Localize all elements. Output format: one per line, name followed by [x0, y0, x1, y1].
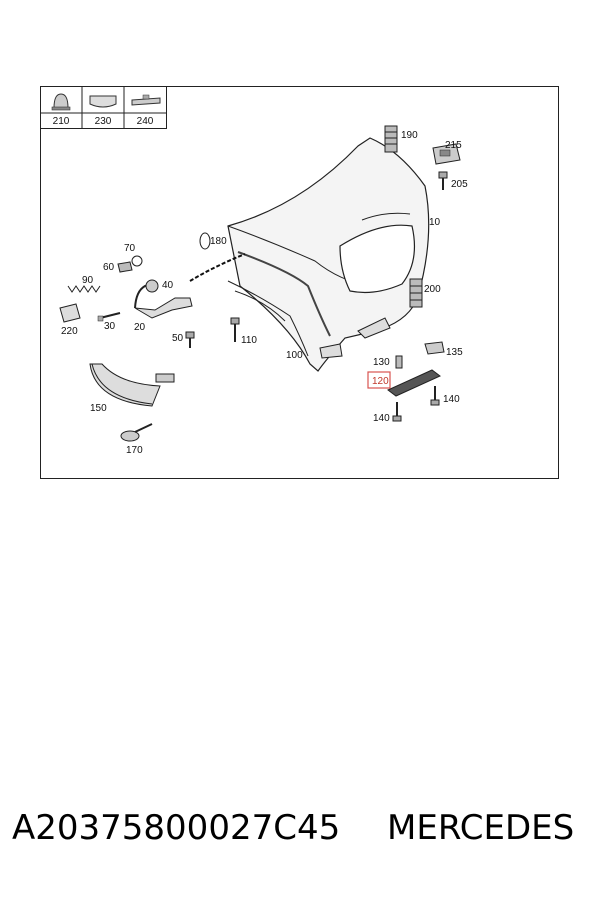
bracket-215-icon [432, 143, 461, 165]
label-30: 30 [104, 321, 116, 332]
label-60: 60 [103, 262, 115, 273]
screw-140-left-icon [392, 402, 402, 422]
strip-icon [131, 94, 161, 106]
header-boxes: 210 230 240 [40, 86, 167, 129]
spring-90-icon [67, 285, 101, 293]
part-number: A20375800027C45 [12, 808, 341, 848]
bolt-110-icon [230, 317, 240, 342]
pad-icon [89, 95, 117, 108]
label-120: 120 [372, 376, 389, 387]
label-140-right: 140 [443, 394, 460, 405]
label-150: 150 [90, 403, 107, 414]
clip-60-icon [117, 261, 133, 273]
label-215: 215 [445, 140, 462, 151]
label-170: 170 [126, 445, 143, 456]
label-220: 220 [61, 326, 78, 337]
label-20: 20 [134, 322, 146, 333]
label-180: 180 [210, 236, 227, 247]
label-110: 110 [241, 335, 257, 346]
header-label-240: 240 [137, 116, 154, 127]
label-50: 50 [172, 333, 184, 344]
parts-diagram: 210 230 240 [40, 86, 559, 479]
bolt-50-icon [185, 331, 195, 348]
screw-205-icon [438, 171, 448, 190]
cable-180-icon [189, 232, 246, 282]
plug-icon [51, 93, 71, 111]
label-200: 200 [424, 284, 441, 295]
label-205: 205 [451, 179, 468, 190]
lock-cable-icon [134, 279, 193, 319]
clip-70-icon [131, 255, 143, 267]
spring-190-icon [384, 125, 398, 153]
header-label-210: 210 [53, 116, 70, 127]
label-10: 10 [429, 217, 441, 228]
screw-30-icon [97, 312, 121, 322]
label-90: 90 [82, 275, 94, 286]
bolt-170-icon [120, 423, 153, 442]
label-140-left: 140 [373, 413, 390, 424]
spring-200-icon [409, 278, 423, 308]
label-100: 100 [286, 350, 303, 361]
lock-plate-icon [387, 341, 445, 397]
brand-name: MERCEDES [387, 808, 575, 848]
label-40: 40 [162, 280, 174, 291]
arch-trim-150-icon [89, 363, 175, 407]
block-220-icon [59, 303, 81, 323]
label-70: 70 [124, 243, 136, 254]
header-label-230: 230 [95, 116, 112, 127]
highlight-box-120 [367, 371, 391, 389]
label-135: 135 [446, 347, 463, 358]
footer: A20375800027C45 MERCEDES [12, 808, 592, 858]
label-130: 130 [373, 357, 390, 368]
label-190: 190 [401, 130, 418, 141]
screw-140-right-icon [430, 386, 440, 406]
